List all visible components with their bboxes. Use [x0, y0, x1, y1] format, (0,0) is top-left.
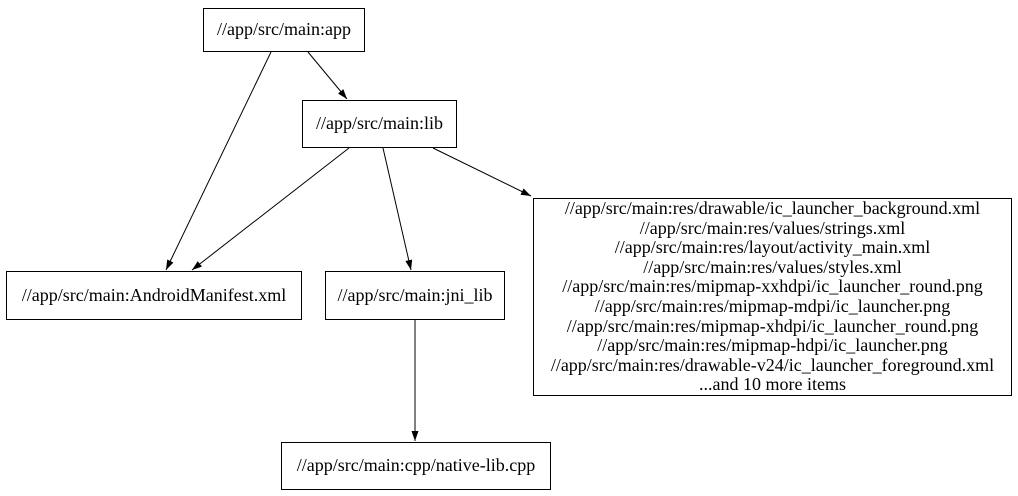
node-native-lib-cpp: //app/src/main:cpp/native-lib.cpp: [281, 442, 551, 490]
resource-item: //app/src/main:res/layout/activity_main.…: [614, 237, 931, 258]
edge-app-to-manifest: [165, 51, 272, 271]
node-android-manifest: //app/src/main:AndroidManifest.xml: [6, 271, 302, 320]
node-jni-lib-label: //app/src/main:jni_lib: [337, 284, 493, 305]
node-android-manifest-label: //app/src/main:AndroidManifest.xml: [21, 284, 287, 305]
edge-lib-to-jni-lib: [382, 147, 413, 271]
node-native-lib-cpp-label: //app/src/main:cpp/native-lib.cpp: [296, 455, 536, 476]
resource-item: //app/src/main:res/mipmap-hdpi/ic_launch…: [597, 335, 948, 356]
resource-item: //app/src/main:res/drawable-v24/ic_launc…: [550, 354, 995, 375]
resource-item: //app/src/main:res/drawable/ic_launcher_…: [564, 198, 981, 219]
resource-item: //app/src/main:res/values/strings.xml: [639, 217, 906, 238]
edge-app-to-lib: [307, 51, 348, 100]
edge-lib-to-resources: [432, 147, 532, 197]
node-app: //app/src/main:app: [203, 8, 365, 52]
resource-item: //app/src/main:res/mipmap-xxhdpi/ic_laun…: [562, 276, 983, 297]
resource-item: //app/src/main:res/mipmap-xhdpi/ic_launc…: [566, 315, 979, 336]
node-jni-lib: //app/src/main:jni_lib: [325, 271, 505, 320]
resource-more-items: ...and 10 more items: [699, 374, 846, 395]
node-resources: //app/src/main:res/drawable/ic_launcher_…: [533, 198, 1012, 396]
node-lib: //app/src/main:lib: [302, 100, 457, 148]
node-app-label: //app/src/main:app: [217, 19, 351, 40]
resource-item: //app/src/main:res/values/styles.xml: [643, 256, 902, 277]
node-lib-label: //app/src/main:lib: [316, 113, 443, 134]
edge-lib-to-manifest: [191, 147, 350, 271]
resource-item: //app/src/main:res/mipmap-mdpi/ic_launch…: [594, 296, 951, 316]
